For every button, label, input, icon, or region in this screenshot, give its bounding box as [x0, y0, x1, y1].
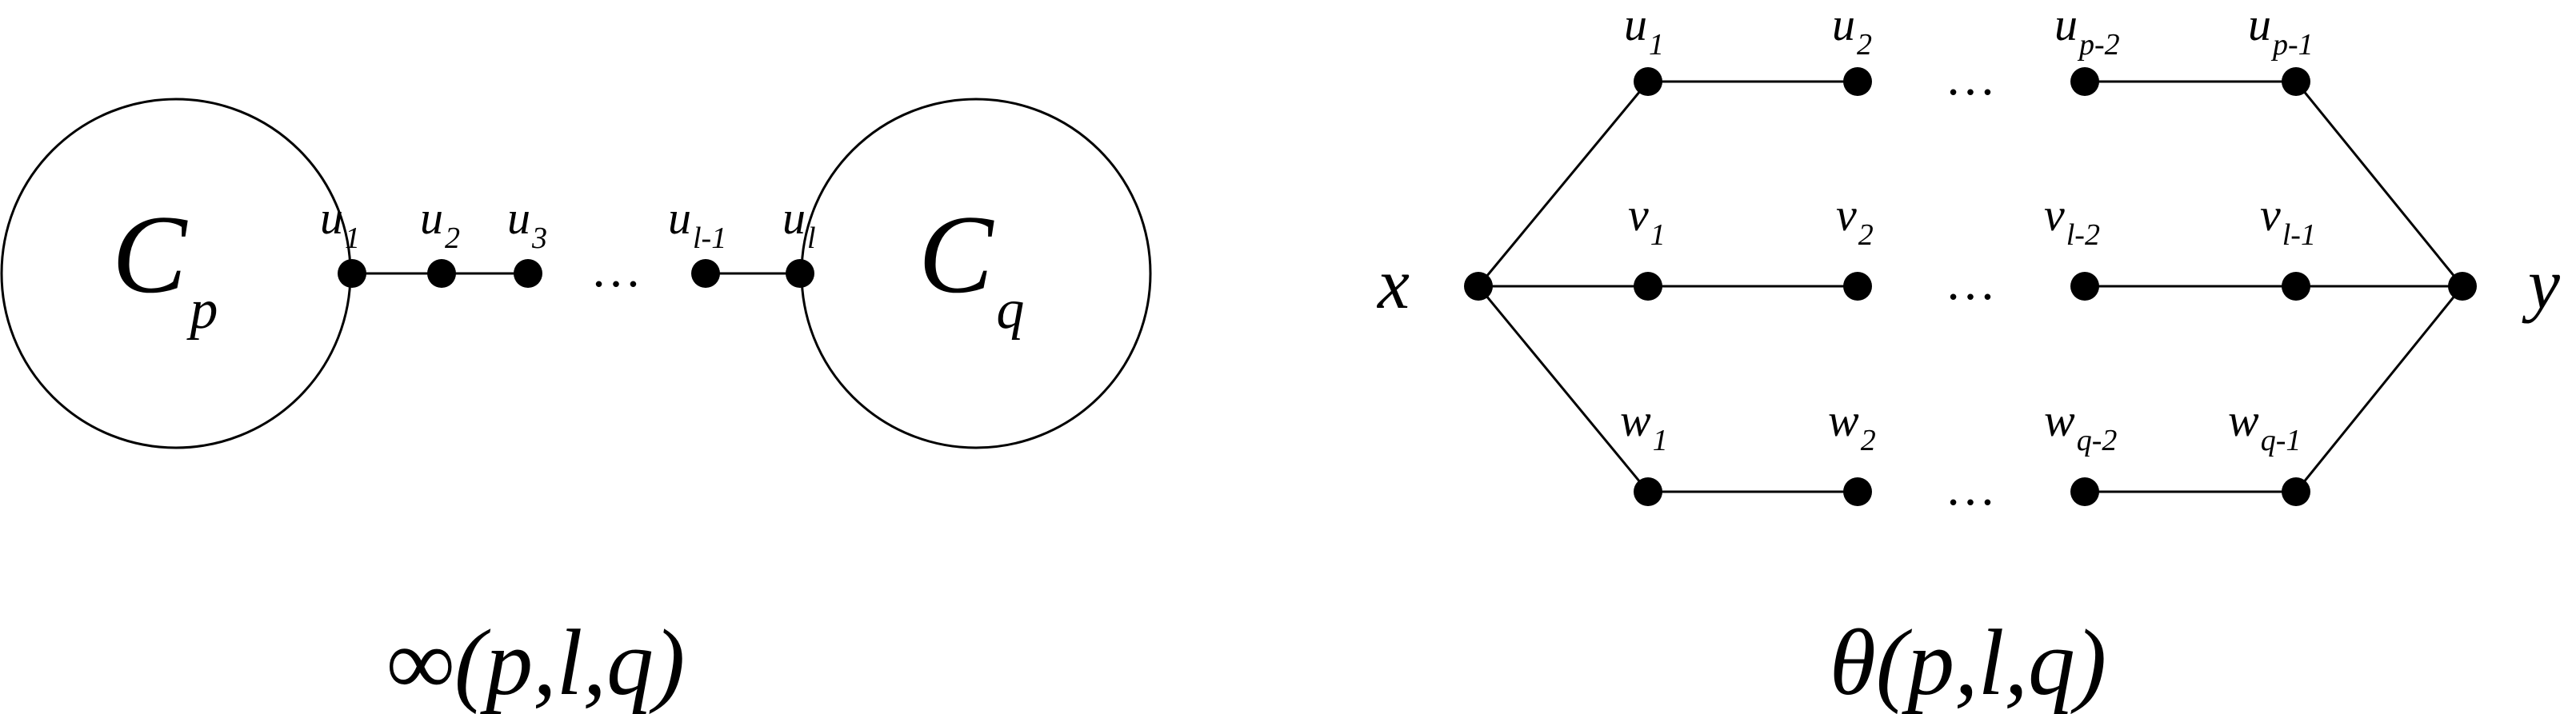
- node-up2: [2070, 67, 2099, 96]
- label-u1: u1: [320, 192, 360, 255]
- node-ul: [786, 259, 814, 288]
- edge-x-w1: [1477, 285, 1650, 493]
- node-wq1: [2282, 477, 2310, 506]
- label-up1: up-1: [2248, 0, 2314, 62]
- node-x: [1464, 272, 1493, 301]
- edge-wq1-y: [2294, 285, 2464, 493]
- label-w2: w2: [1828, 394, 1876, 457]
- label-wq1: wq-1: [2228, 394, 2301, 457]
- label-u-l-1: ul-1: [668, 192, 726, 255]
- node-u-l-1: [691, 259, 720, 288]
- edge-up1-y: [2294, 81, 2464, 287]
- node-v1: [1634, 272, 1662, 301]
- label-up2: up-2: [2054, 0, 2120, 62]
- node-u1: [338, 259, 366, 288]
- dots-w-row: …: [1945, 459, 1996, 516]
- label-ul: ul: [782, 192, 816, 255]
- label-w1: w1: [1620, 394, 1668, 457]
- cycle-q-label: Cq: [918, 193, 1024, 341]
- node-u2: [427, 259, 456, 288]
- theta-graph: … … … x y u1 u2 up-2 up-1 v1 v2 vl-2 vl-…: [1376, 0, 2560, 714]
- infinity-graph: … Cp Cq u1 u2 u3 ul-1 ul ∞(p,l,q): [0, 98, 1152, 714]
- node-w1: [1634, 477, 1662, 506]
- node-u1: [1634, 67, 1662, 96]
- node-up1: [2282, 67, 2310, 96]
- label-wq2: wq-2: [2044, 394, 2117, 457]
- label-v1: v1: [1628, 189, 1666, 252]
- label-u1: u1: [1624, 0, 1664, 62]
- node-w2: [1843, 477, 1872, 506]
- label-x: x: [1376, 245, 1410, 324]
- node-u3: [514, 259, 542, 288]
- label-u2: u2: [1832, 0, 1872, 62]
- label-v2: v2: [1836, 189, 1874, 252]
- infinity-caption: ∞(p,l,q): [387, 610, 686, 714]
- label-u3: u3: [507, 192, 547, 255]
- label-y: y: [2522, 245, 2560, 324]
- cycle-p-label: Cp: [112, 193, 218, 341]
- node-vl2: [2070, 272, 2099, 301]
- dots-u-row: …: [1945, 49, 1996, 106]
- node-y: [2448, 272, 2477, 301]
- dots-v-row: …: [1945, 253, 1996, 310]
- edge-x-u1: [1477, 81, 1650, 287]
- label-u2: u2: [420, 192, 460, 255]
- node-wq2: [2070, 477, 2099, 506]
- label-vl2: vl-2: [2044, 189, 2100, 252]
- label-vl1: vl-1: [2260, 189, 2316, 252]
- theta-caption: θ(p,l,q): [1830, 610, 2106, 714]
- node-u2: [1843, 67, 1872, 96]
- node-v2: [1843, 272, 1872, 301]
- node-vl1: [2282, 272, 2310, 301]
- infinity-dots: …: [590, 241, 642, 297]
